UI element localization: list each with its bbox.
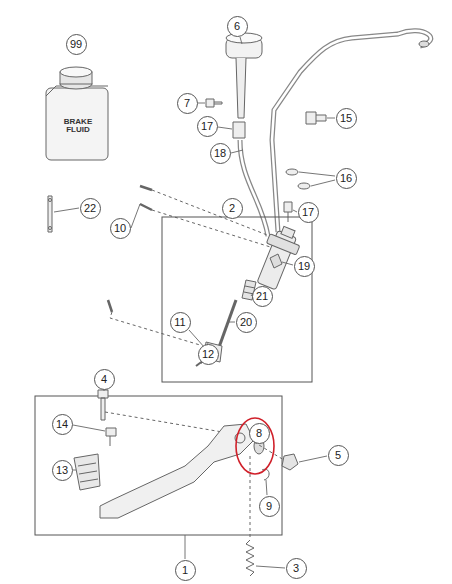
callout-circle: 22 <box>80 198 101 219</box>
callout-number: 18 <box>214 148 226 159</box>
callout-number: 6 <box>234 21 240 32</box>
callout-number: 17 <box>302 207 314 218</box>
callout-circle: 15 <box>336 108 357 129</box>
callout-number: 12 <box>202 349 214 360</box>
callout-circle: 3 <box>286 558 307 579</box>
callout-circle: 99 <box>66 34 87 55</box>
callout-circle: 20 <box>236 312 257 333</box>
callout-number: 19 <box>298 261 310 272</box>
callout-number: 13 <box>56 465 68 476</box>
callout-circle: 14 <box>52 414 73 435</box>
callout-circle: 4 <box>94 369 115 390</box>
callout-circle: 5 <box>328 445 349 466</box>
callout-circle: 16 <box>336 168 357 189</box>
callout-number: 10 <box>114 223 126 234</box>
callout-number: 20 <box>240 317 252 328</box>
callout-circle: 17 <box>298 202 319 223</box>
callout-number: 7 <box>184 98 190 109</box>
callout-number: 8 <box>256 428 262 439</box>
callout-number: 4 <box>101 374 107 385</box>
callout-circle: 8 <box>249 423 270 444</box>
callout-circle: 9 <box>259 496 280 517</box>
callout-circle: 11 <box>170 312 191 333</box>
callout-circle: 17 <box>197 116 218 137</box>
callout-number: 9 <box>266 501 272 512</box>
callout-circle: 6 <box>227 16 248 37</box>
callout-number: 1 <box>182 565 188 576</box>
callout-number: 99 <box>70 39 82 50</box>
callout-number: 5 <box>335 450 341 461</box>
callout-number: 21 <box>256 291 268 302</box>
callout-circle: 19 <box>294 256 315 277</box>
callout-number: 16 <box>340 173 352 184</box>
callout-number: 15 <box>340 113 352 124</box>
callout-number: 3 <box>293 563 299 574</box>
callout-number: 11 <box>174 317 185 328</box>
callout-circle: 2 <box>222 198 243 219</box>
callout-number: 22 <box>84 203 96 214</box>
callout-circle: 1 <box>175 560 196 581</box>
callout-circle: 18 <box>210 143 231 164</box>
callout-circle: 13 <box>52 460 73 481</box>
callout-number: 14 <box>56 419 68 430</box>
callout-number: 2 <box>229 203 235 214</box>
callout-circle: 7 <box>177 93 198 114</box>
callout-circle: 10 <box>110 218 131 239</box>
callout-number: 17 <box>201 121 213 132</box>
can-label: BRAKE FLUID <box>52 118 104 135</box>
callout-circle: 12 <box>198 344 219 365</box>
callout-circle: 21 <box>252 286 273 307</box>
